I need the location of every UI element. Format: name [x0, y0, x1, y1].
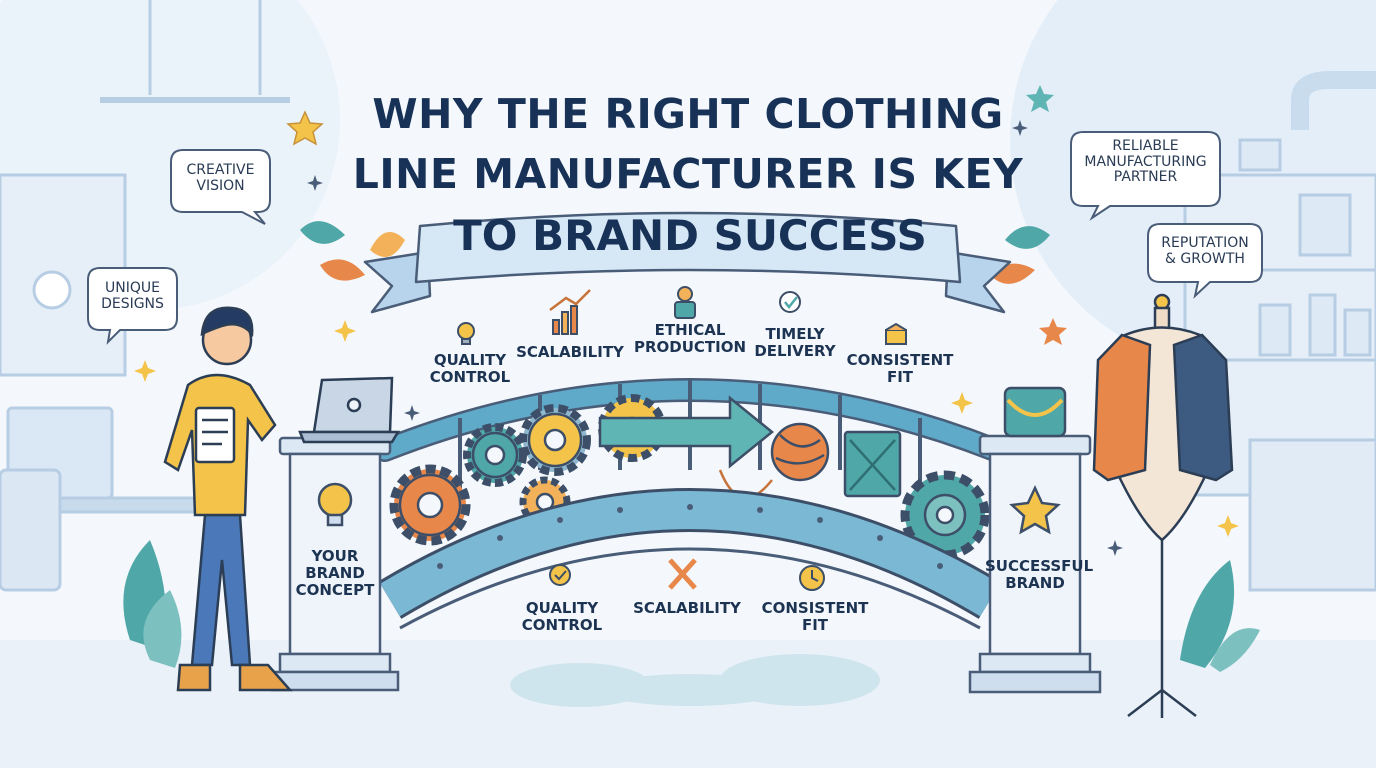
- label-consistent-fit-top: CONSISTENT FIT: [846, 351, 954, 386]
- label-quality-control-top: QUALITY CONTROL: [429, 351, 511, 386]
- yarn-and-fabric: [718, 422, 902, 499]
- growth-chart-icon: [549, 289, 591, 335]
- bubble-creative-vision-text: CREATIVE VISION: [186, 162, 255, 194]
- lightbulb-icon: [317, 482, 353, 527]
- bubble-reputation-growth-text: REPUTATION & GROWTH: [1161, 235, 1249, 267]
- bubble-reliable-partner-text: RELIABLE MANUFACTURING PARTNER: [1084, 138, 1207, 186]
- lightbulb-icon: [457, 322, 475, 345]
- bubble-creative-vision: [170, 149, 271, 225]
- top-label-icons: [457, 286, 907, 345]
- title-banner-text: TO BRAND SUCCESS: [453, 211, 927, 260]
- leaf-decoration: [123, 221, 1260, 672]
- title-line-2: LINE MANUFACTURER IS KEY: [352, 150, 1024, 198]
- label-scalability-bottom: SCALABILITY: [633, 599, 741, 617]
- pillar-right-label: SUCCESSFUL BRAND: [985, 557, 1094, 592]
- person-illustration: [163, 306, 293, 692]
- speech-bubbles: [87, 131, 1263, 345]
- arrow-icon: [598, 395, 774, 469]
- bubble-reliable-partner: [1070, 131, 1221, 221]
- label-timely-delivery: TIMELY DELIVERY: [754, 325, 836, 360]
- mannequin-with-jacket: [1092, 293, 1234, 718]
- laptop-icon: [298, 376, 401, 444]
- label-consistent-fit-bottom: CONSISTENT FIT: [761, 599, 869, 634]
- clouds: [510, 654, 880, 707]
- bubble-unique-designs-text: UNIQUE DESIGNS: [101, 280, 164, 312]
- star-icon: [1009, 485, 1061, 535]
- bubble-unique-designs: [87, 267, 178, 345]
- bottom-label-icons: [549, 558, 825, 591]
- fabric-spool-icon: [1003, 386, 1067, 438]
- title-banner: [363, 211, 1012, 314]
- title-line-1: WHY THE RIGHT CLOTHING: [372, 90, 1004, 138]
- pillar-left-label: YOUR BRAND CONCEPT: [295, 547, 375, 599]
- bridge-deck: [378, 488, 1002, 630]
- worker-icon: [674, 286, 696, 319]
- bubble-reputation-growth: [1147, 223, 1263, 299]
- label-scalability-top: SCALABILITY: [516, 343, 624, 361]
- box-icon: [885, 322, 907, 345]
- clock-icon: [799, 565, 825, 591]
- label-quality-control-bottom: QUALITY CONTROL: [521, 599, 603, 634]
- label-ethical-production: ETHICAL PRODUCTION: [633, 321, 747, 356]
- gear-check-icon: [549, 564, 571, 586]
- tools-icon: [668, 558, 697, 590]
- stars: [134, 85, 1239, 556]
- checkmark-icon: [779, 291, 801, 313]
